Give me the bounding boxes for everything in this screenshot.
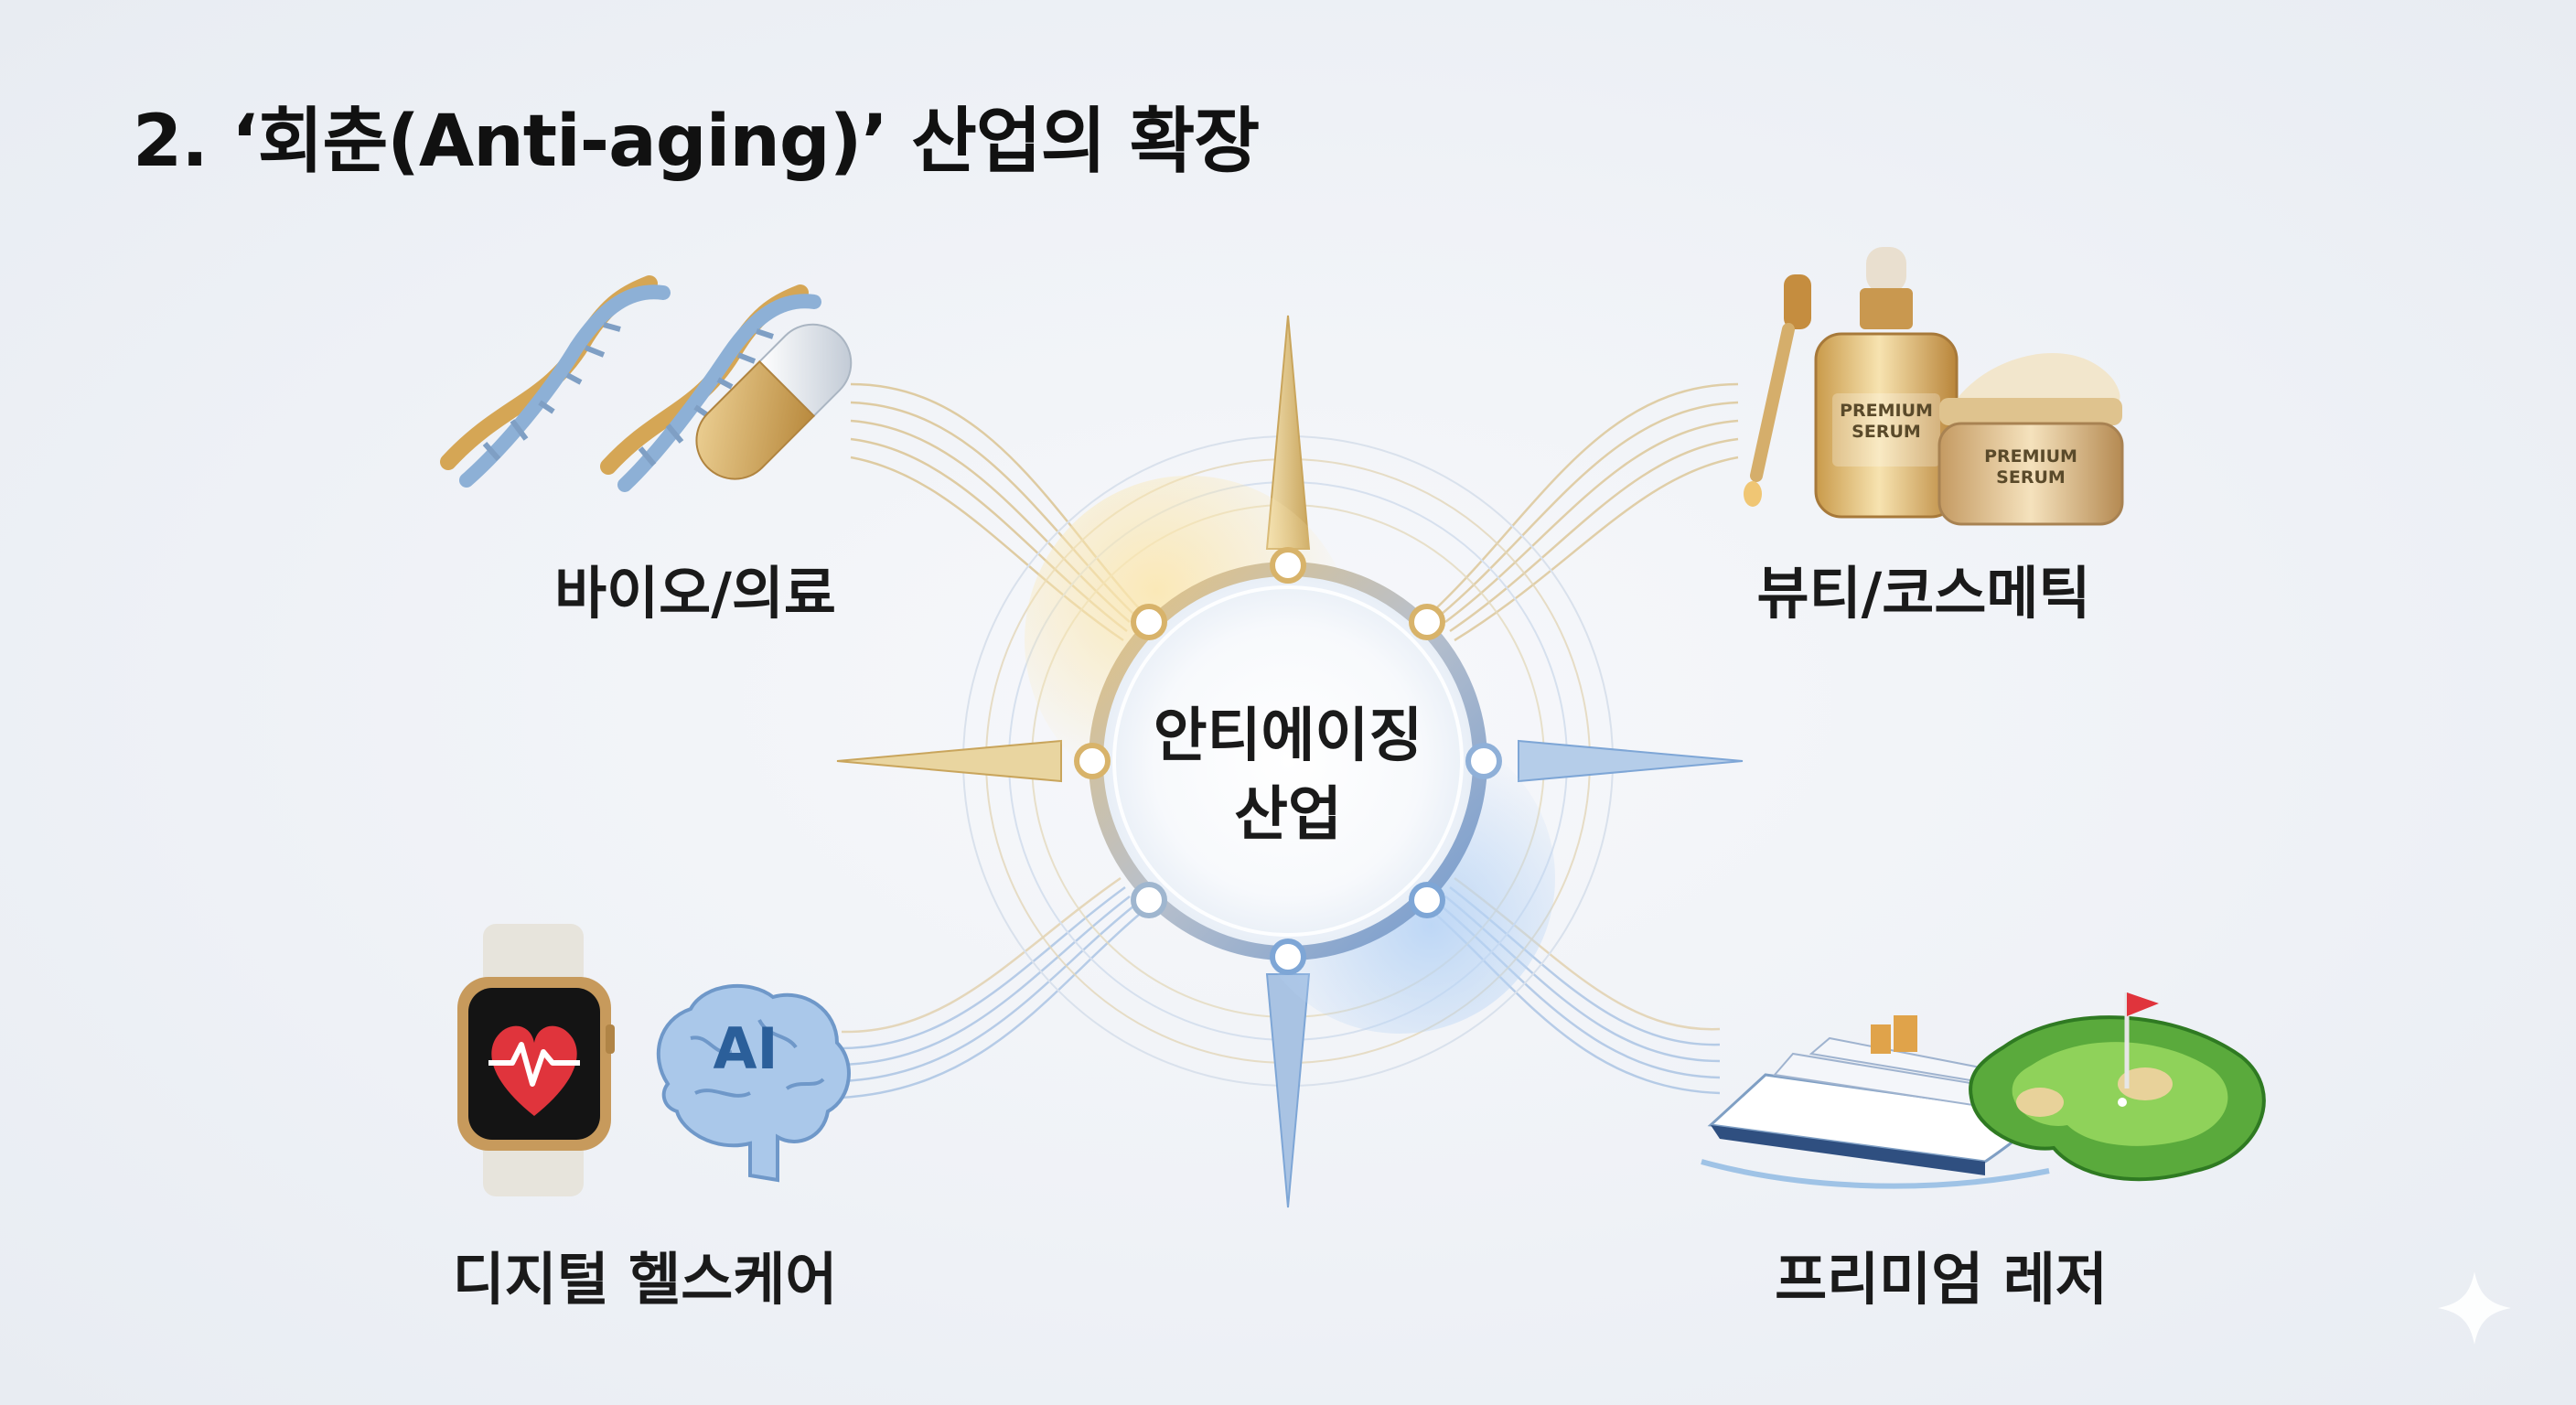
- sector-label-beauty: 뷰티/코스메틱: [1756, 560, 2091, 627]
- sparkle-icon: [2438, 1271, 2511, 1345]
- serum-bottle-text-line1: PREMIUM: [1840, 401, 1933, 421]
- ai-brain-icon: [656, 984, 851, 1183]
- sector-label-digital: 디지털 헬스케어: [452, 1246, 838, 1313]
- compass-rays: [836, 315, 1744, 1208]
- ai-brain-text: AI: [713, 1015, 778, 1082]
- ring-nodes: [1074, 547, 1502, 975]
- golf-green-icon: [1969, 992, 2266, 1182]
- serum-bottle-text-line2: SERUM: [1852, 422, 1921, 442]
- cream-jar-text-line2: SERUM: [1996, 467, 2066, 488]
- serum-bottle-icon: [1814, 247, 1959, 519]
- dropper-icon: [1744, 274, 1811, 507]
- connector-lines: [841, 382, 1739, 1099]
- capsule-icon: [695, 323, 853, 480]
- page-title: 2. ‘회춘(Anti-aging)’ 산업의 확장: [133, 101, 1260, 183]
- cream-jar-text-line1: PREMIUM: [1984, 446, 2077, 467]
- center-label: 안티에이징 산업: [1154, 697, 1422, 854]
- cream-jar-icon: [1937, 353, 2124, 526]
- dna-icon: [600, 284, 821, 492]
- sector-label-leisure: 프리미엄 레저: [1775, 1246, 2108, 1313]
- center-label-line1: 안티에이징: [1153, 702, 1423, 770]
- smartwatch-heart-icon: [457, 924, 615, 1196]
- sector-label-bio: 바이오/의료: [554, 560, 836, 627]
- center-label-line2: 산업: [1234, 781, 1342, 849]
- dna-icon: [440, 275, 671, 488]
